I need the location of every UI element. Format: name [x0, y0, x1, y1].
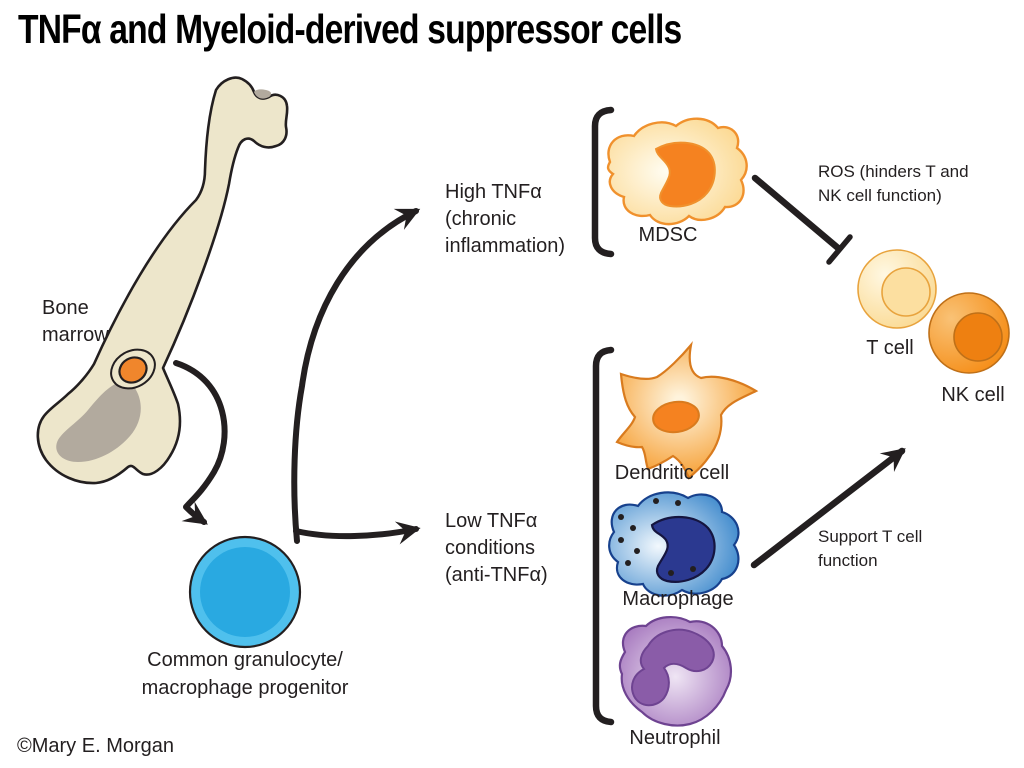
high-tnfa-label-line2: (chronic	[445, 208, 517, 230]
nk-cell-nucleus	[953, 312, 1003, 362]
high-tnfa-label-line1: High TNFα	[445, 181, 542, 203]
macrophage-nucleus	[650, 515, 716, 583]
granule-dot	[653, 498, 659, 504]
progenitor-label-line2: macrophage progenitor	[141, 677, 349, 699]
low-tnfa-label-line1: Low TNFα	[445, 510, 538, 532]
low-tnfa-label-line2: conditions	[445, 537, 536, 559]
granule-dot	[618, 537, 624, 543]
neutrophil-cell	[618, 616, 732, 727]
branch-arrow-high-tnfa	[291, 208, 421, 544]
granule-dot	[668, 570, 674, 576]
dendritic-label: Dendritic cell	[614, 462, 730, 484]
copyright-label: ©Mary E. Morgan	[17, 735, 175, 757]
low-tnfa-label-line3: (anti-TNFα)	[445, 564, 548, 586]
mdsc-cell	[606, 117, 748, 226]
mdsc-label: MDSC	[638, 224, 698, 246]
bone-head-notch	[254, 89, 272, 99]
bone-marrow-spot	[118, 356, 148, 384]
nk-cell-label: NK cell	[941, 384, 1005, 406]
t-cell-nucleus	[881, 267, 931, 317]
macrophage-label: Macrophage	[622, 588, 734, 610]
inhibition-bar	[826, 234, 853, 265]
inhibition-line	[751, 174, 842, 252]
dendritic-nucleus	[652, 400, 700, 434]
neutrophil-label: Neutrophil	[629, 727, 721, 749]
granule-dot	[618, 514, 624, 520]
ros-label: ROS (hinders T and NK cell function)	[818, 160, 969, 208]
support-label-line1: Support T cell	[818, 527, 923, 546]
neutrophil-nucleus	[631, 628, 715, 707]
bracket-myeloid-cells	[592, 346, 615, 726]
branch-arrow-low-tnfa	[293, 521, 421, 545]
page-title: TNFα and Myeloid-derived suppressor cell…	[18, 6, 682, 52]
low-tnfa-label: Low TNFα conditions (anti-TNFα)	[445, 508, 548, 589]
ros-label-line1: ROS (hinders T and	[818, 162, 969, 181]
high-tnfa-label: High TNFα (chronic inflammation)	[445, 179, 565, 260]
bracket-mdsc	[591, 106, 615, 258]
bone-illustration	[36, 76, 289, 485]
progenitor-label: Common granulocyte/ macrophage progenito…	[105, 646, 385, 702]
macrophage-cell	[608, 491, 740, 597]
bone-marrow-label: Bone marrow	[42, 295, 109, 349]
nk-cell	[928, 292, 1010, 374]
t-cell	[857, 249, 937, 329]
progenitor-cell	[188, 535, 302, 649]
granule-dot	[690, 566, 696, 572]
bone-condyle-shading	[56, 381, 141, 462]
progenitor-cell-cytoplasm	[200, 547, 290, 637]
bone-marrow-label-line1: Bone	[42, 297, 89, 319]
bone-outline	[36, 76, 289, 485]
granule-dot	[675, 500, 681, 506]
t-cell-label: T cell	[866, 337, 914, 359]
support-label-line2: function	[818, 551, 878, 570]
bone-marrow-label-line2: marrow	[42, 324, 109, 346]
support-arrow	[750, 447, 906, 569]
mdsc-nucleus	[654, 141, 716, 208]
arrow-bone-to-progenitor	[173, 360, 228, 525]
dendritic-cell	[615, 341, 759, 480]
granule-dot	[625, 560, 631, 566]
high-tnfa-label-line3: inflammation)	[445, 235, 566, 257]
ros-label-line2: NK cell function)	[818, 186, 942, 205]
granule-dot	[630, 525, 636, 531]
support-label: Support T cell function	[818, 525, 922, 573]
progenitor-label-line1: Common granulocyte/	[147, 649, 343, 671]
granule-dot	[634, 548, 640, 554]
macrophage-granules	[618, 498, 696, 576]
